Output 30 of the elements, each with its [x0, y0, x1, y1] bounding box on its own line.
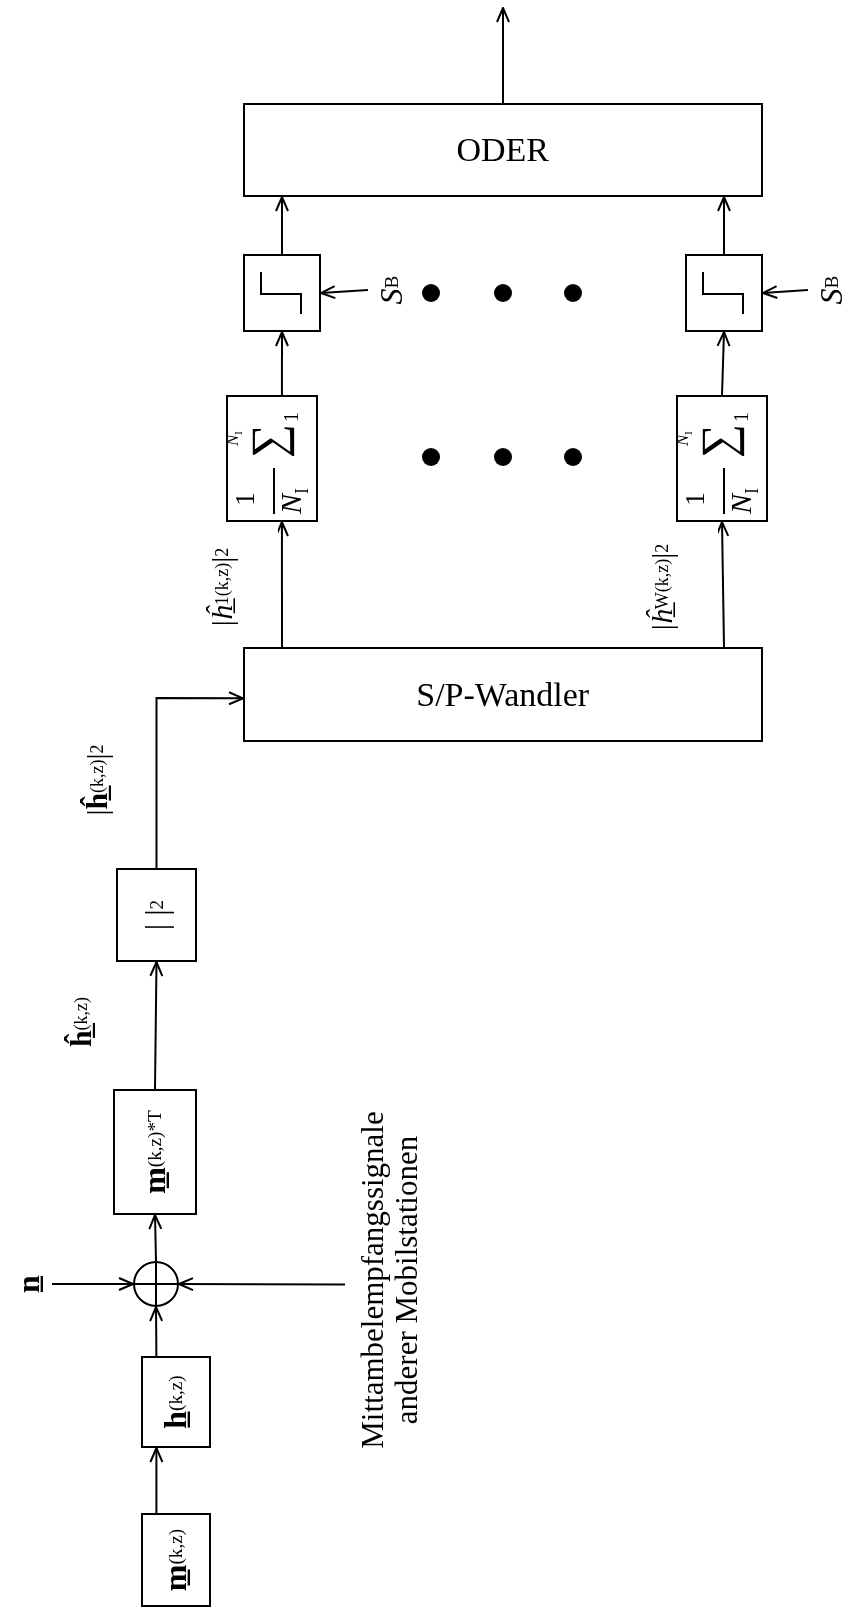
arrow: [717, 196, 731, 255]
arrow: [715, 521, 730, 648]
or-gate-box: ODER: [243, 103, 763, 197]
arrow: [716, 331, 731, 396]
numerator: 1: [230, 492, 261, 506]
averaging-box: [226, 395, 318, 522]
interference-label: Mittambelempfangssignale anderer Mobilstationen: [345, 1050, 435, 1510]
averaging-box: [676, 395, 768, 522]
threshold-box: [243, 254, 321, 332]
arrow: [275, 331, 289, 396]
arrow: [275, 196, 289, 255]
arrow: [51, 1277, 134, 1291]
arrow: [155, 691, 244, 869]
arrow: [762, 285, 809, 300]
threshold-box: [685, 254, 763, 332]
sum-symbol: ∑: [242, 423, 295, 458]
lower-limit: 1: [730, 412, 752, 422]
arrow: [320, 285, 369, 300]
summing-junction: [133, 1261, 179, 1307]
arrow: [178, 1277, 346, 1292]
numerator: 1: [680, 492, 711, 506]
arrow: [496, 7, 510, 104]
lower-limit: 1: [280, 412, 302, 422]
noise-label: n̲: [6, 1258, 52, 1310]
arrow: [149, 961, 164, 1090]
arrow: [149, 1447, 164, 1514]
converter-box: S/P-Wandler: [243, 647, 763, 742]
arrow: [149, 1306, 164, 1357]
arrow: [148, 1214, 163, 1262]
sum-symbol: ∑: [692, 423, 745, 458]
